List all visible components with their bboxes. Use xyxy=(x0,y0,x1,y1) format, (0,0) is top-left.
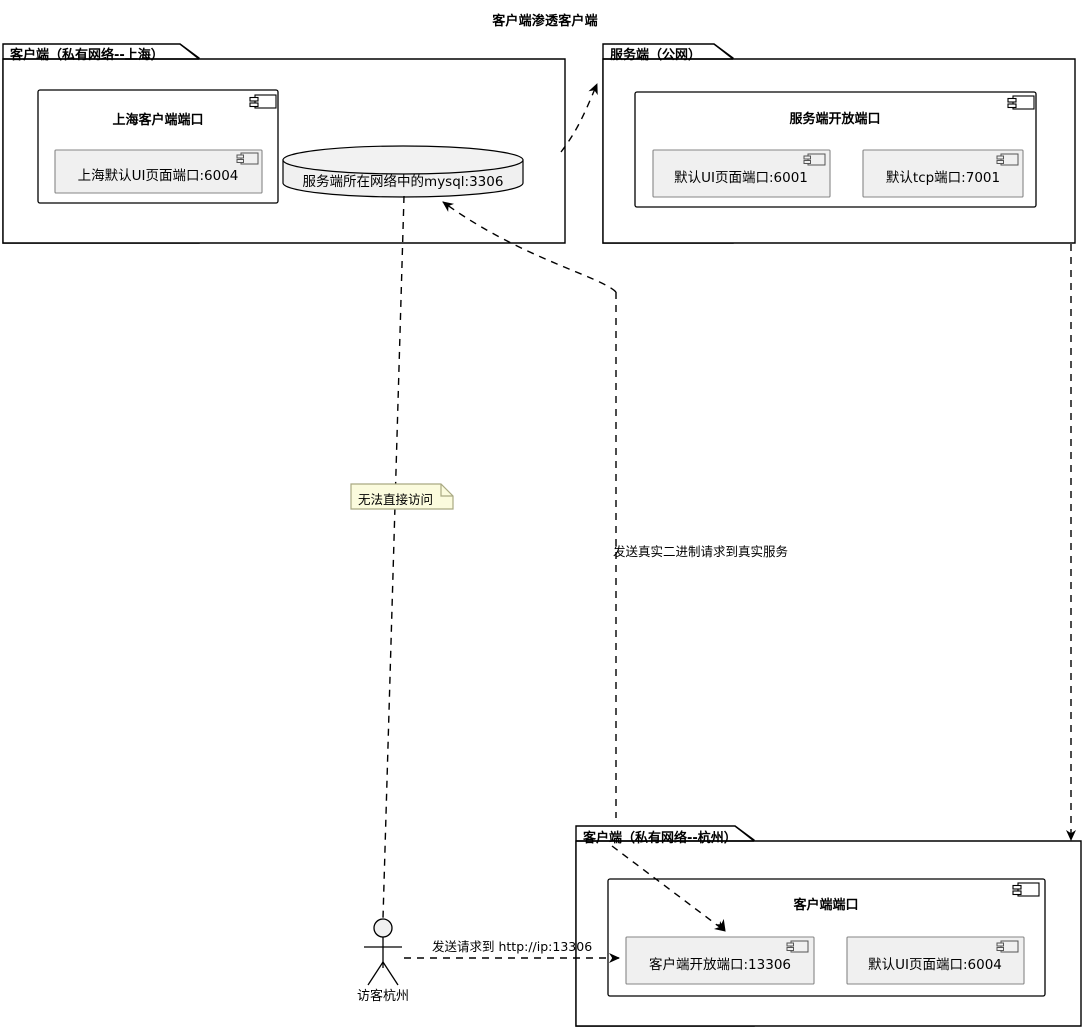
uml-component-icon xyxy=(236,152,259,165)
uml-component-icon xyxy=(1012,882,1040,897)
edge-into-hangzhou-port xyxy=(611,845,726,932)
port-label-hangzhou-ui[interactable]: 默认UI页面端口:6004 xyxy=(868,957,1002,973)
edges-group xyxy=(382,83,1076,963)
uml-component-icon xyxy=(1007,95,1035,110)
note-label-no-direct-access: 无法直接访问 xyxy=(358,492,434,507)
database-label-mysql[interactable]: 服务端所在网络中的mysql:3306 xyxy=(302,174,504,190)
actor-label-visitor-hangzhou: 访客杭州 xyxy=(356,989,410,1004)
port-label-server-ui[interactable]: 默认UI页面端口:6001 xyxy=(674,170,808,186)
port-label-server-tcp[interactable]: 默认tcp端口:7001 xyxy=(885,170,1001,186)
edge-shanghai-to-server xyxy=(560,83,598,153)
component-title-hangzhou-client-port: 客户端端口 xyxy=(793,898,859,913)
edge-label-http-request: 发送请求到 http://ip:13306 xyxy=(432,939,593,954)
uml-component-icon xyxy=(803,153,826,166)
uml-component-icon xyxy=(249,94,277,109)
component-title-server-open-port: 服务端开放端口 xyxy=(789,112,881,127)
edge-actor-to-mysql xyxy=(382,195,405,919)
package-title-client-shanghai: 客户端（私有网络--上海） xyxy=(10,48,164,63)
page-title: 客户端渗透客户端 xyxy=(492,14,598,29)
package-title-server-public: 服务端（公网） xyxy=(610,48,702,63)
database-mysql-shape xyxy=(282,145,524,198)
edge-server-to-mysql xyxy=(442,201,617,293)
uml-component-icon xyxy=(786,940,809,953)
uml-component-icon xyxy=(996,153,1019,166)
port-shanghai-ui-shape xyxy=(54,149,263,194)
port-server-tcp-shape xyxy=(862,149,1024,198)
actor-visitor-hangzhou-shape xyxy=(364,918,402,986)
component-server-open-port-shape xyxy=(634,91,1037,208)
port-server-ui-shape xyxy=(652,149,831,198)
note-no-direct-access-shape xyxy=(350,483,454,510)
port-hangzhou-ui-shape xyxy=(846,936,1025,985)
component-hangzhou-client-port-shape xyxy=(607,878,1046,997)
component-title-shanghai-client-port: 上海客户端端口 xyxy=(112,113,204,128)
uml-component-icon xyxy=(996,940,1019,953)
port-hangzhou-open-shape xyxy=(625,936,815,985)
edge-label-binary-request: 发送真实二进制请求到真实服务 xyxy=(613,544,789,559)
package-title-client-hangzhou: 客户端（私有网络--杭州） xyxy=(583,831,737,846)
port-label-shanghai-ui[interactable]: 上海默认UI页面端口:6004 xyxy=(77,168,239,184)
port-label-hangzhou-open[interactable]: 客户端开放端口:13306 xyxy=(649,957,791,973)
component-shanghai-client-port-shape xyxy=(37,89,279,204)
